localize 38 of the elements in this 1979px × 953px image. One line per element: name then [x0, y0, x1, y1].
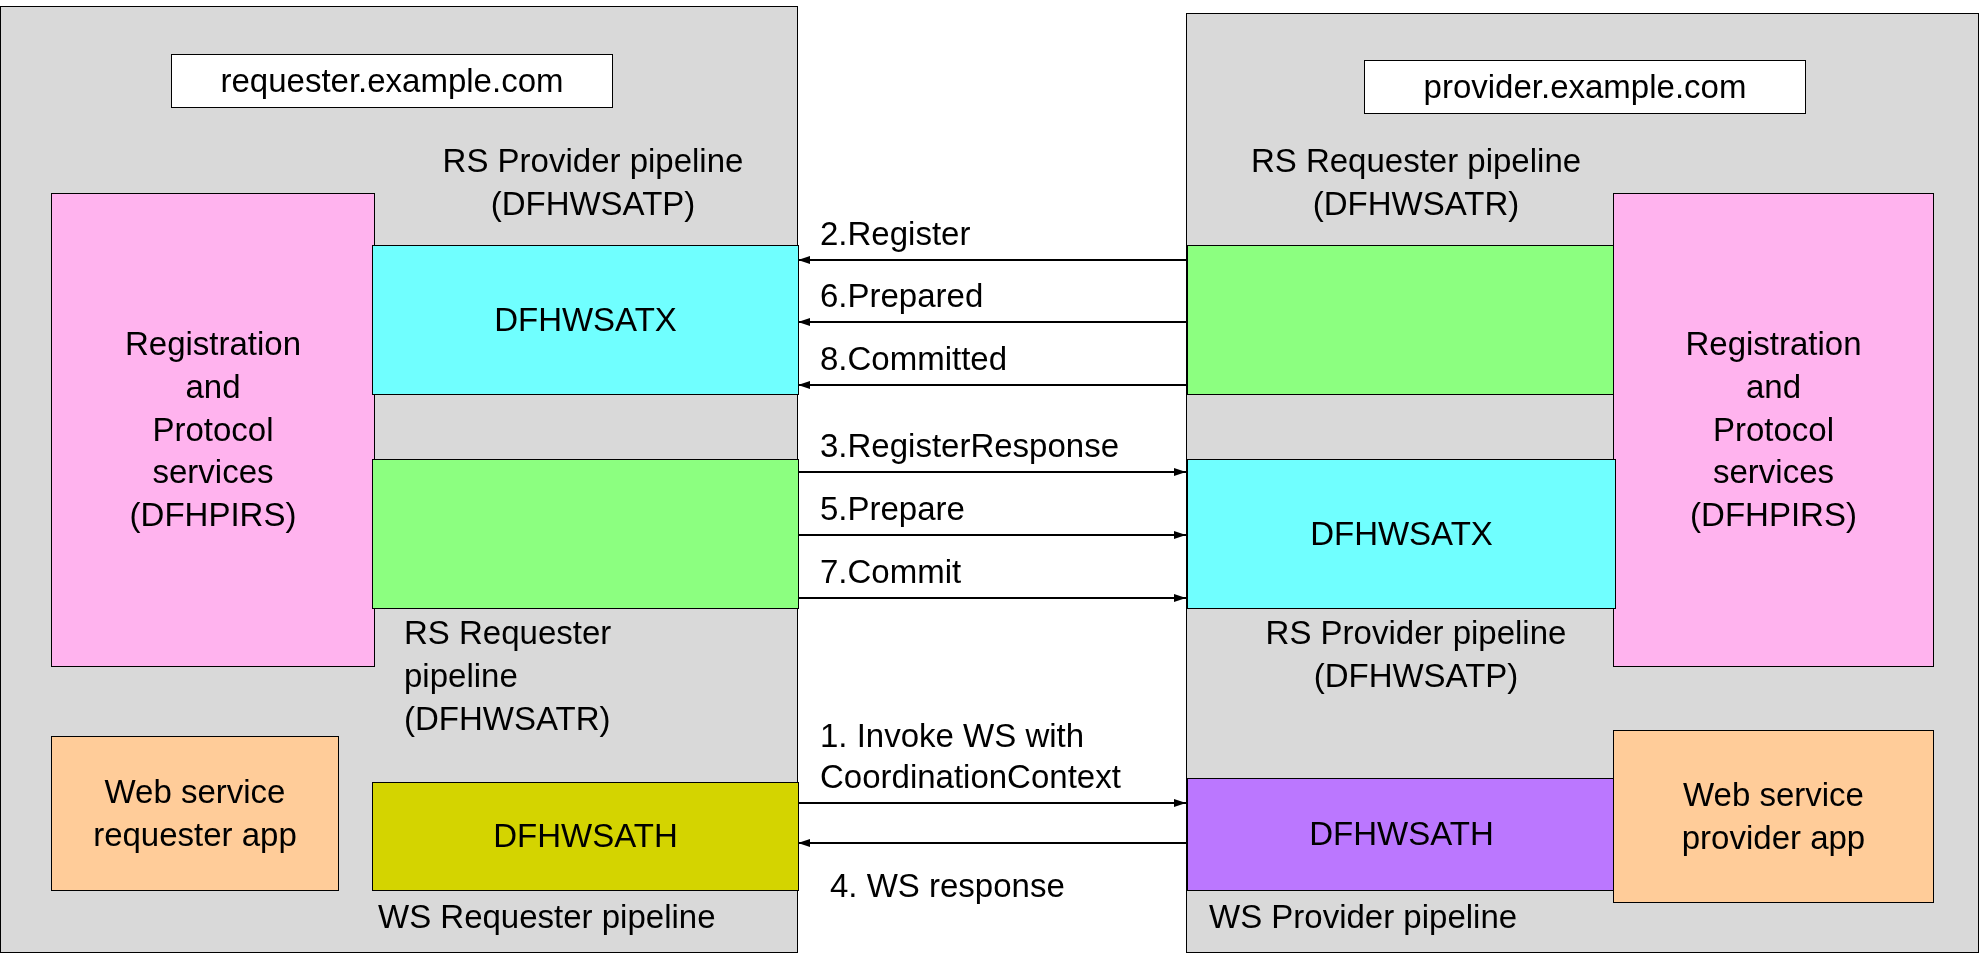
handler-box [372, 245, 799, 395]
handler-box [372, 459, 799, 609]
handler-box [1187, 245, 1616, 395]
node-label: Web service provider app [1680, 774, 1867, 858]
host-panel [0, 6, 798, 953]
arrow [797, 531, 1187, 539]
node-label: Web service requester app [92, 771, 298, 855]
application-box [1613, 730, 1934, 903]
host-panel [1186, 13, 1979, 953]
pipeline-label: WS Requester pipeline [378, 897, 717, 937]
services-box [1613, 193, 1934, 667]
handler-box [1187, 459, 1616, 609]
arrow [797, 799, 1187, 807]
handler-box [1187, 778, 1616, 891]
node-label: DFHWSATH [493, 816, 678, 857]
arrow [797, 381, 1187, 389]
node-label: provider.example.com [1423, 66, 1747, 107]
node-label: Registration and Protocol services (DFHPIRS) [124, 323, 302, 536]
arrow [797, 839, 1187, 847]
node-label: DFHWSATX [1310, 513, 1493, 554]
node-label: DFHWSATH [1309, 814, 1494, 855]
handler-box [372, 782, 799, 891]
host-name-box [1364, 60, 1806, 114]
services-box [51, 193, 375, 667]
node-label: requester.example.com [220, 60, 564, 101]
pipeline-label: RS Provider pipeline (DFHWSATP) [1264, 613, 1568, 696]
node-label: Registration and Protocol services (DFHPIRS) [1685, 323, 1862, 536]
application-box [51, 736, 339, 891]
arrow [797, 318, 1187, 326]
host-name-box [171, 54, 613, 108]
pipeline-label: RS Requester pipeline (DFHWSATR) [404, 613, 613, 739]
pipeline-label: RS Provider pipeline (DFHWSATP) [441, 141, 745, 224]
pipeline-label: RS Requester pipeline (DFHWSATR) [1249, 141, 1583, 224]
arrow [797, 594, 1187, 602]
pipeline-label: WS Provider pipeline [1209, 897, 1519, 937]
node-label: DFHWSATX [494, 299, 677, 340]
arrow [797, 468, 1187, 476]
arrow [797, 256, 1187, 264]
